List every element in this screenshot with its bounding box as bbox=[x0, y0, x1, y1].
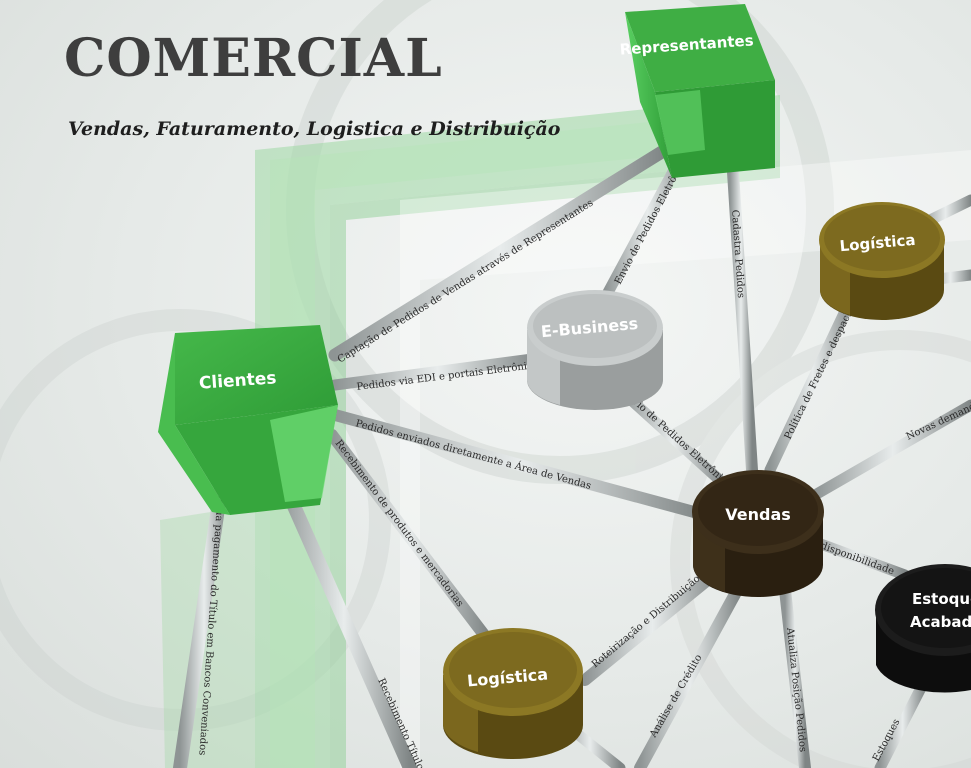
node-logistica-top: Logística bbox=[819, 202, 945, 320]
node-clientes: Clientes bbox=[158, 325, 338, 515]
label-novas-demandas: Novas demandas e necessidades bbox=[905, 363, 971, 443]
node-logistica-bottom: Logística bbox=[443, 628, 583, 759]
label-disponibilidade: disponibilidade bbox=[819, 540, 896, 577]
estoques-label-line2: Acabad bbox=[910, 613, 971, 631]
node-ebusiness: E-Business bbox=[527, 290, 663, 410]
label-analise-credito: Análise de Crédito bbox=[648, 653, 705, 741]
page-title: COMERCIAL bbox=[64, 28, 443, 89]
label-pedidos-enviados: Pedidos enviados diretamente a Área de V… bbox=[354, 417, 592, 492]
label-recebimento-produtos: Recebimento de produtos e mercadorias bbox=[333, 438, 466, 609]
node-vendas: Vendas bbox=[692, 470, 824, 597]
node-estoques: Estoque Acabad bbox=[875, 564, 971, 693]
estoques-label-line1: Estoque bbox=[912, 590, 971, 608]
vendas-label: Vendas bbox=[725, 505, 791, 524]
node-representantes: Representantes bbox=[619, 4, 775, 178]
label-atualiza-posicao: Atualiza Posição Pedidos bbox=[784, 626, 808, 753]
page-subtitle: Vendas, Faturamento, Logistica e Distrib… bbox=[68, 118, 561, 140]
